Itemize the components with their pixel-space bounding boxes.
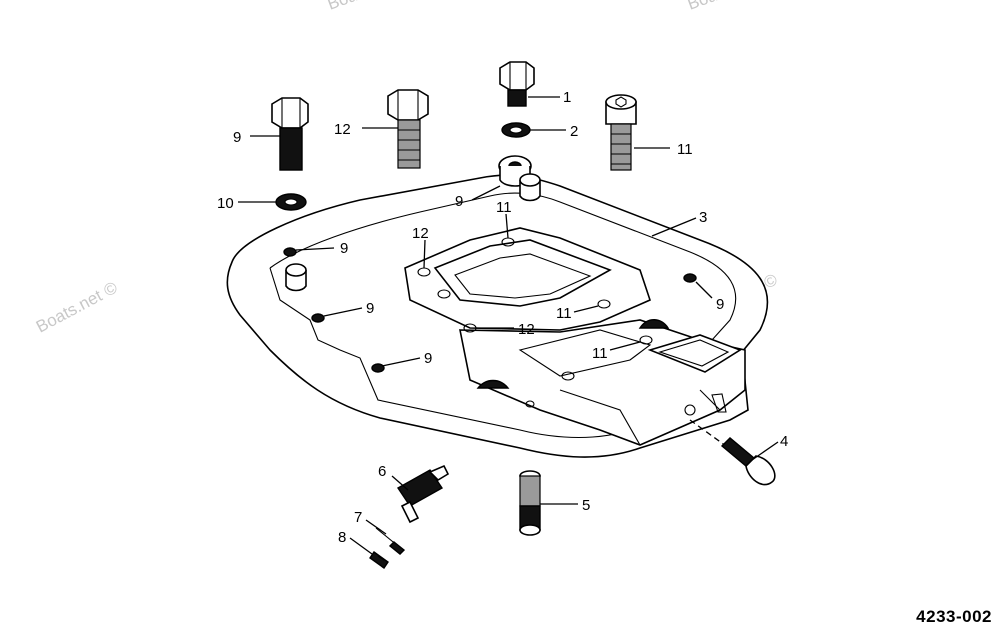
carriage-bolt-4	[689, 419, 776, 486]
leader-lines	[238, 96, 779, 555]
callout-10: 10	[217, 195, 234, 212]
callout-2: 2	[570, 123, 578, 140]
callout-11-mid: 11	[556, 305, 572, 322]
callout-11-screw: 11	[677, 141, 693, 158]
callout-4: 4	[780, 433, 788, 450]
callout-7: 7	[354, 509, 362, 526]
hex-bolt-1	[499, 61, 535, 107]
watermark: Boats.net ©	[325, 0, 416, 14]
hex-bolt-12	[387, 89, 429, 169]
callout-11-lower: 11	[592, 345, 608, 362]
stud-5	[519, 470, 541, 536]
fitting-6	[396, 464, 450, 524]
fitting-8	[369, 551, 389, 569]
callout-9-boss: 9	[455, 193, 463, 210]
callout-9-lower-left: 9	[424, 350, 432, 367]
lock-washer-2	[501, 122, 531, 138]
watermark: Boats.net ©	[685, 0, 776, 14]
callout-9-upper-left: 9	[340, 240, 348, 257]
callout-12-bolt: 12	[334, 121, 351, 138]
figure-id: 4233-002	[916, 607, 992, 626]
callout-11-top: 11	[496, 199, 512, 216]
callout-9-bolt: 9	[233, 129, 241, 146]
adapter-plate	[226, 155, 769, 458]
callout-9-mid-left: 9	[366, 300, 374, 317]
pin-7	[375, 527, 406, 555]
callout-labels: 1 2 3 4 5 6 7 8 9 9 9 9 9 9 10 11 11 11 …	[217, 89, 788, 546]
callout-1: 1	[563, 89, 571, 106]
callout-12-mid: 12	[518, 321, 535, 338]
callout-6: 6	[378, 463, 386, 480]
washer-10	[275, 193, 307, 211]
watermark: Boats.net ©	[33, 278, 121, 337]
callout-3: 3	[699, 209, 707, 226]
callout-9-right: 9	[716, 296, 724, 313]
hex-bolt-9	[271, 97, 309, 171]
callout-12-top: 12	[412, 225, 429, 242]
callout-8: 8	[338, 529, 346, 546]
callout-5: 5	[582, 497, 590, 514]
cap-screw-11	[605, 94, 637, 171]
